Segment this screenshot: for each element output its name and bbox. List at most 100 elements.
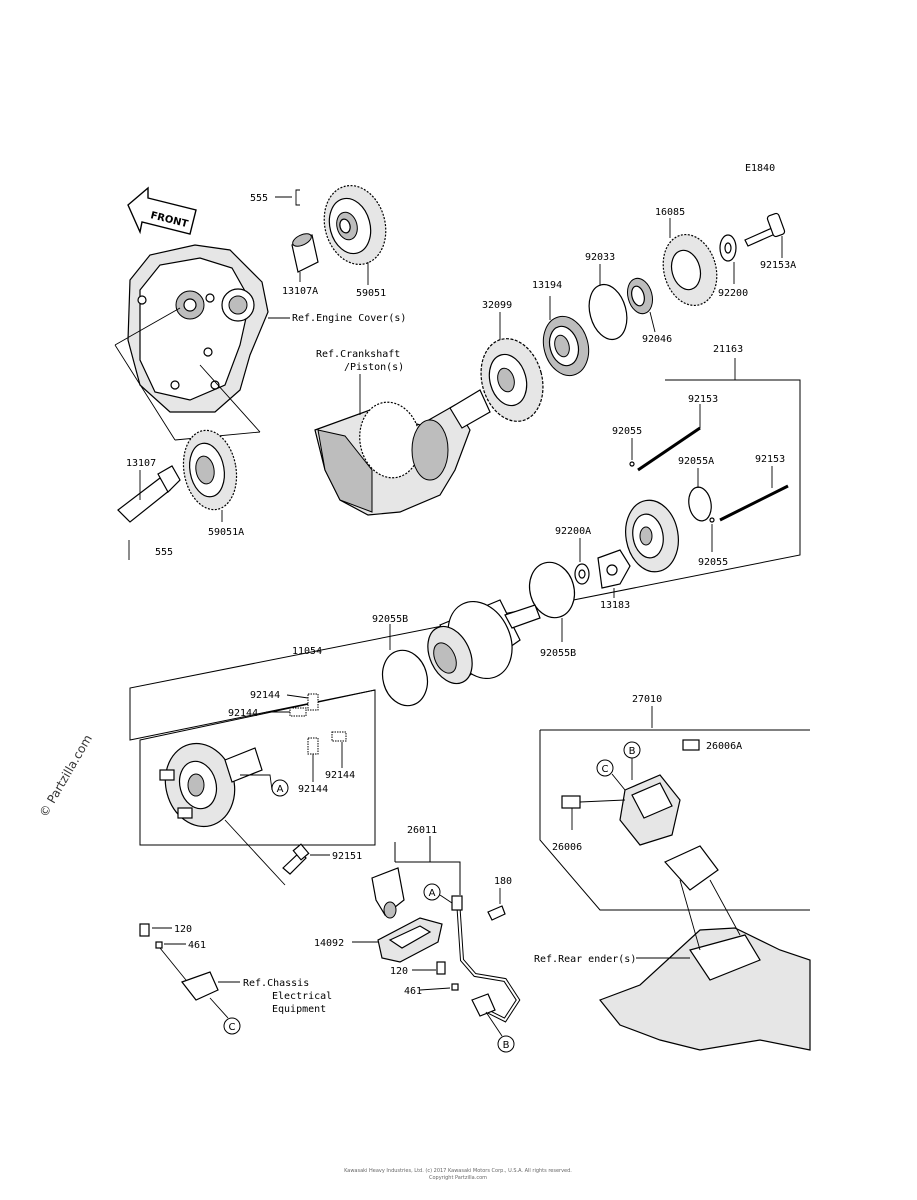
part-label-59051a: 59051A xyxy=(208,527,244,538)
diagram-code: E1840 xyxy=(745,163,775,174)
ref-engine-cover: Ref.Engine Cover(s) xyxy=(292,313,406,324)
cover-leader-lines xyxy=(114,307,261,441)
part-label-13183: 13183 xyxy=(600,600,630,611)
part-label-92151: 92151 xyxy=(332,851,362,862)
part-label-92153-b: 92153 xyxy=(755,454,785,465)
part-label-16085: 16085 xyxy=(655,207,685,218)
part-label-92200a: 92200A xyxy=(555,526,591,537)
part-label-26006: 26006 xyxy=(552,842,582,853)
part-label-555-top: 555 xyxy=(250,193,268,204)
part-label-92055b-b: 92055B xyxy=(540,648,576,659)
part-label-92200: 92200 xyxy=(718,288,748,299)
terminal-cap xyxy=(371,867,405,919)
ref-chassis-2: Electrical xyxy=(272,991,332,1002)
part-label-92144-4: 92144 xyxy=(298,784,328,795)
part-32099 xyxy=(480,338,544,422)
engine-cover xyxy=(127,244,269,413)
cable-group-bracket xyxy=(394,836,461,895)
part-92055-a xyxy=(629,461,635,467)
part-92046 xyxy=(627,277,653,315)
part-59051a xyxy=(182,429,238,511)
part-label-461-a: 461 xyxy=(188,940,206,951)
callout-a-cable xyxy=(423,883,441,901)
part-label-461-b: 461 xyxy=(404,986,422,997)
part-label-32099: 32099 xyxy=(482,300,512,311)
part-59051 xyxy=(323,184,387,266)
part-92055-b xyxy=(709,517,715,523)
callout-c-ground xyxy=(223,1017,241,1035)
part-label-13194: 13194 xyxy=(532,280,562,291)
part-26006 xyxy=(561,795,581,809)
part-461-a xyxy=(155,941,163,949)
part-label-27010: 27010 xyxy=(632,694,662,705)
ref-crankshaft-1: Ref.Crankshaft xyxy=(316,349,400,360)
part-label-180: 180 xyxy=(494,876,512,887)
part-13194 xyxy=(542,315,590,377)
part-120-a xyxy=(139,923,150,937)
crankshaft xyxy=(314,389,491,516)
callout-a-cable-label: A xyxy=(429,888,436,899)
part-label-92055-b: 92055 xyxy=(698,557,728,568)
part-label-92153-a: 92153 xyxy=(688,394,718,405)
ref-chassis-3: Equipment xyxy=(272,1004,326,1015)
part-label-120-a: 120 xyxy=(174,924,192,935)
part-120-b xyxy=(436,961,446,975)
part-92055a xyxy=(688,486,712,522)
watermark: © Partzilla.com xyxy=(36,732,94,819)
part-92153-a xyxy=(637,426,701,472)
part-13107 xyxy=(117,465,181,523)
relay-group-box xyxy=(539,729,810,911)
brush-holder-box xyxy=(139,689,376,846)
brush-holder xyxy=(159,742,263,828)
ref-rear-fender: Ref.Rear ender(s) xyxy=(534,954,636,965)
part-92153-b xyxy=(719,484,789,522)
callout-c-ground-label: C xyxy=(229,1022,236,1033)
part-26006a xyxy=(682,739,700,751)
part-92033 xyxy=(588,283,628,341)
callout-c-relay-label: C xyxy=(602,764,609,775)
callout-a-brush xyxy=(271,779,289,797)
part-label-92033: 92033 xyxy=(585,252,615,263)
part-label-21163: 21163 xyxy=(713,344,743,355)
part-label-13107a: 13107A xyxy=(282,286,318,297)
ref-chassis-1: Ref.Chassis xyxy=(243,978,309,989)
footer-copyright: Kawasaki Heavy Industries, Ltd. (c) 2017… xyxy=(344,1168,572,1174)
part-label-26011: 26011 xyxy=(407,825,437,836)
starter-armature xyxy=(427,599,541,685)
starter-end-cover xyxy=(625,499,679,573)
part-label-13107: 13107 xyxy=(126,458,156,469)
footer-copyright-2: Copyright Partzilla.com xyxy=(429,1175,487,1181)
part-label-92046: 92046 xyxy=(642,334,672,345)
callout-c-relay xyxy=(596,759,614,777)
part-label-26006a: 26006A xyxy=(706,741,742,752)
part-461-b xyxy=(451,983,459,991)
ref-crankshaft-2: /Piston(s) xyxy=(344,362,404,373)
part-92144-springs xyxy=(289,693,347,755)
part-16085 xyxy=(662,233,718,307)
part-label-92144-3: 92144 xyxy=(325,770,355,781)
cable-terminal xyxy=(471,993,496,1017)
part-92153a xyxy=(744,212,786,247)
part-92151 xyxy=(282,843,310,875)
front-arrow: FRONT xyxy=(127,186,197,235)
part-label-59051: 59051 xyxy=(356,288,386,299)
callout-a-brush-label: A xyxy=(277,784,284,795)
ground-terminal xyxy=(181,971,219,1001)
callout-b-relay-label: B xyxy=(629,746,636,757)
callout-b-cable-label: B xyxy=(503,1040,510,1051)
part-label-92153a: 92153A xyxy=(760,260,796,271)
part-555-top xyxy=(295,189,300,206)
part-label-14092: 14092 xyxy=(314,938,344,949)
starter-relay xyxy=(619,774,681,846)
rear-fender xyxy=(599,845,811,1051)
part-label-120-b: 120 xyxy=(390,966,408,977)
part-label-92055b-a: 92055B xyxy=(372,614,408,625)
part-label-555-bottom: 555 xyxy=(155,547,173,558)
part-label-11054: 11054 xyxy=(292,646,322,657)
part-92055b-a xyxy=(381,649,429,707)
part-92200 xyxy=(719,234,737,262)
part-92200a xyxy=(574,563,590,585)
part-92055b-b xyxy=(528,561,576,619)
part-label-92144-1: 92144 xyxy=(250,690,280,701)
